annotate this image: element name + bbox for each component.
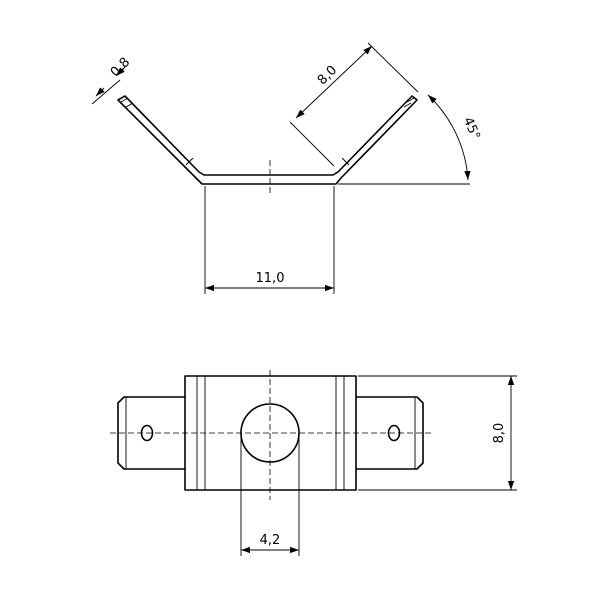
base-width-label: 11,0 <box>256 271 285 286</box>
leg-dim-line <box>295 45 373 119</box>
thickness-label: 0,8 <box>108 55 133 80</box>
left-bend-line <box>185 157 194 166</box>
thickness-dim-line-2 <box>115 65 127 77</box>
leg-extension-line-1 <box>289 121 335 167</box>
right-tab <box>355 396 424 470</box>
angle-arc <box>427 94 471 181</box>
hole-diameter-label: 4,2 <box>260 533 281 548</box>
leg-extension-line-2 <box>367 42 419 93</box>
angle-label: 45° <box>460 115 483 142</box>
right-tab-notch <box>403 97 415 108</box>
right-bend-line <box>341 157 350 166</box>
bracket-profile <box>117 95 418 185</box>
leg-length-label: 8,0 <box>315 63 340 88</box>
height-label: 8,0 <box>492 423 507 444</box>
thickness-extension-line <box>91 79 121 105</box>
left-tab <box>117 396 186 470</box>
left-tab-notch <box>120 97 134 108</box>
side-view: 0,8 8,0 45° 11,0 <box>91 42 483 294</box>
plan-view: 8,0 4,2 <box>110 370 517 556</box>
thickness-dim-line <box>95 87 105 97</box>
